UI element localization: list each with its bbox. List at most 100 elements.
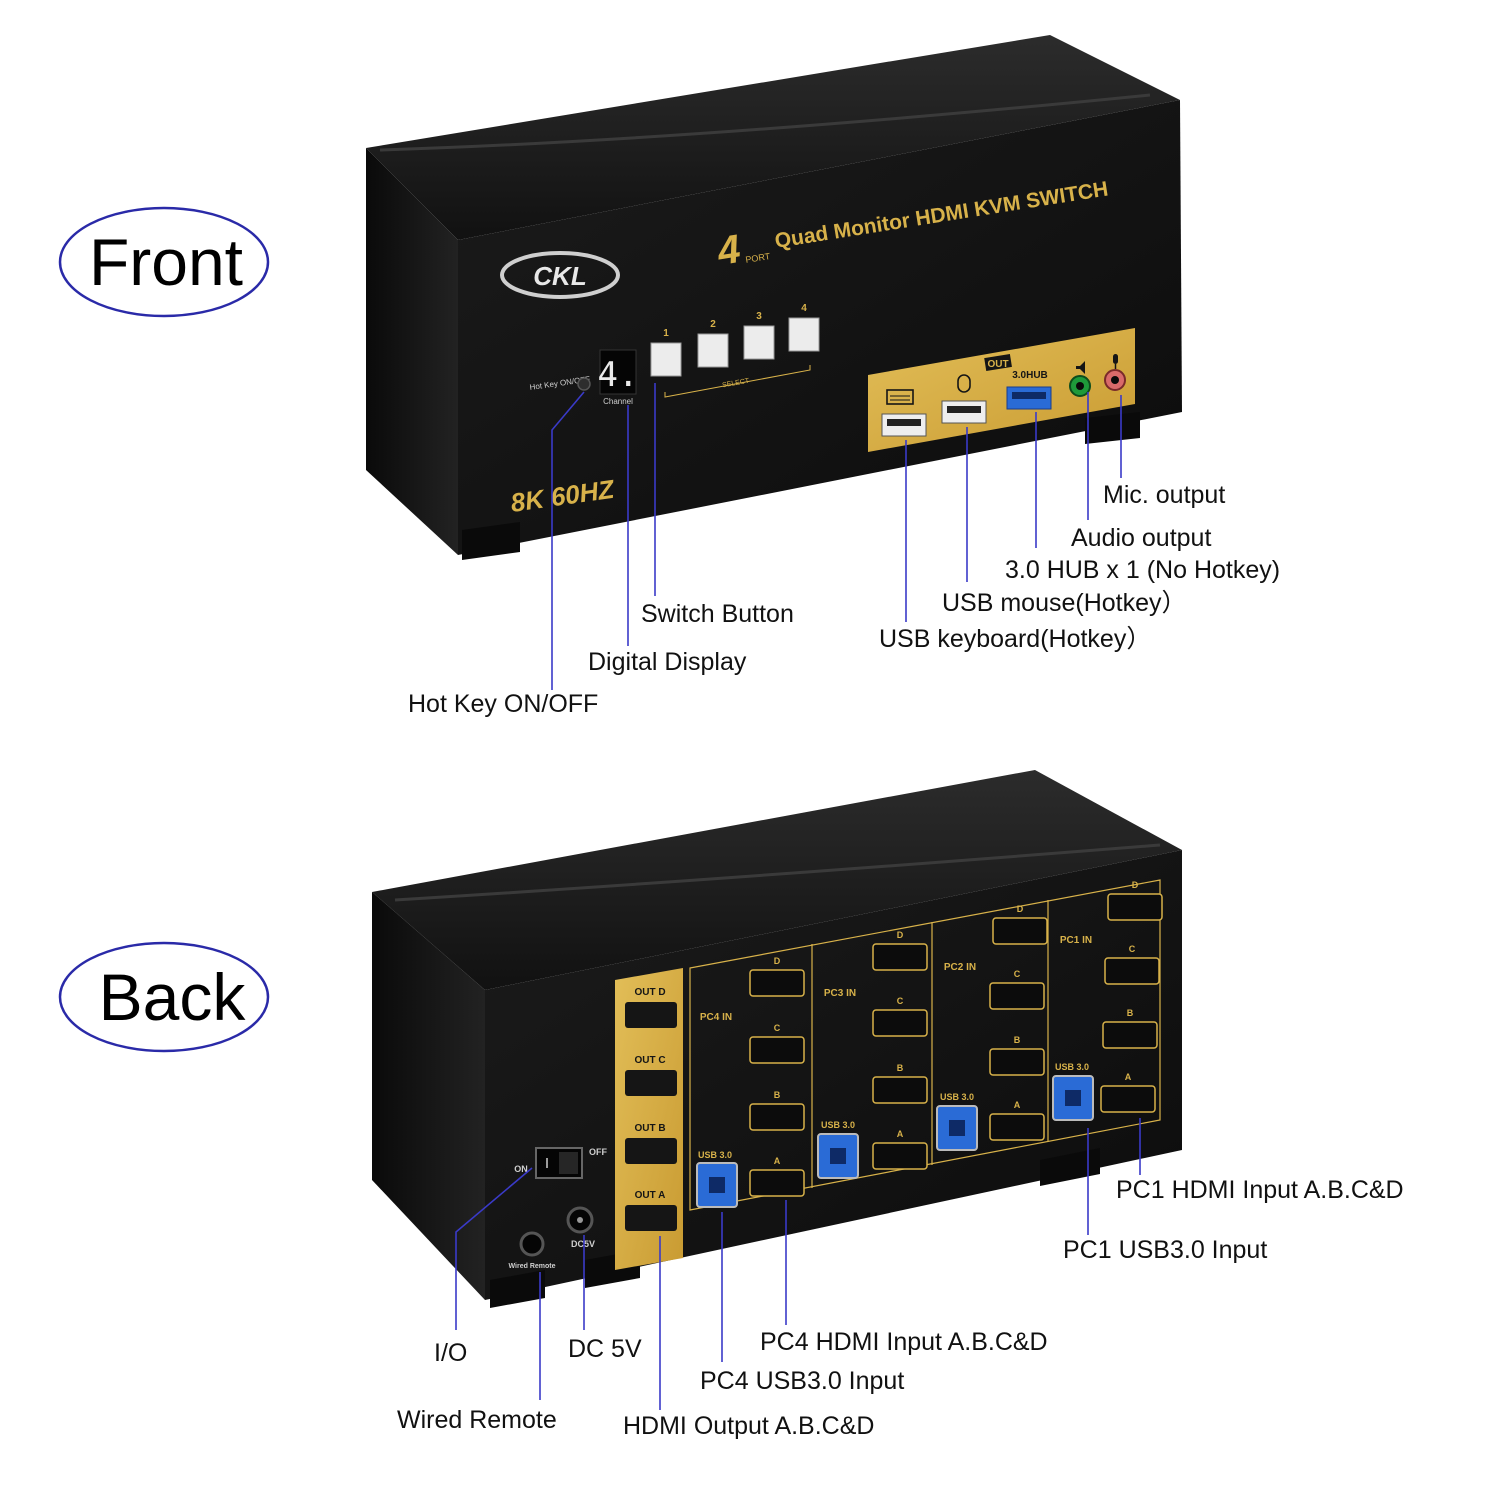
callout-pc4-usb: PC4 USB3.0 Input [700, 1367, 905, 1395]
front-leader-lines [551, 383, 1122, 690]
port-word: PORT [745, 251, 772, 265]
digital-display: 4. Channel [598, 349, 639, 406]
pc3-hdmi-c[interactable] [872, 1009, 928, 1037]
callout-mic-output: Mic. output [1103, 481, 1226, 509]
wired-remote-jack[interactable] [519, 1231, 545, 1257]
pc3-hdmi-b[interactable] [872, 1076, 928, 1104]
pc1-letter-b: B [1127, 1008, 1134, 1018]
front-port-panel: OUT 3.0HUB [868, 328, 1135, 452]
keyboard-icon [886, 389, 914, 405]
pc1-letter-a: A [1125, 1072, 1132, 1082]
power-area: ON OFF DC5V Wired Remote [508, 1147, 607, 1270]
pc-dividers [811, 900, 1049, 1188]
callout-dc: DC 5V [568, 1335, 642, 1363]
speaker-icon [1076, 361, 1085, 374]
display-digit: 4. [598, 355, 639, 395]
hdmi-out-b[interactable] [625, 1138, 677, 1164]
hdmi-out-c[interactable] [625, 1070, 677, 1096]
pc1-hdmi-d[interactable] [1107, 893, 1163, 921]
pc4-hdmi-d[interactable] [749, 969, 805, 997]
pc1-label: PC1 IN [1060, 935, 1092, 946]
pc2-hdmi-b[interactable] [989, 1048, 1045, 1076]
pc3-letter-b: B [897, 1063, 904, 1073]
hotkey-button[interactable] [577, 377, 591, 391]
front-section-label: Front [58, 206, 270, 318]
callout-switch-button: Switch Button [641, 600, 794, 628]
pc3-usb-label: USB 3.0 [821, 1120, 855, 1130]
hdmi-out-d[interactable] [625, 1002, 677, 1028]
select-buttons: 1 2 3 4 SELECT [650, 303, 820, 398]
callout-pc4-hdmi: PC4 HDMI Input A.B.C&D [760, 1328, 1048, 1356]
pc4-letter-d: D [774, 956, 781, 966]
out-caption: OUT [987, 359, 1008, 370]
select-button-1[interactable] [650, 342, 682, 377]
pc2-letter-a: A [1014, 1100, 1021, 1110]
switch-on-label: ON [514, 1164, 528, 1174]
out-label-b: OUT B [634, 1123, 665, 1134]
display-caption: Channel [603, 397, 633, 406]
select-caption: SELECT [722, 378, 751, 390]
out-label-a: OUT A [635, 1190, 666, 1201]
button-number-3: 3 [756, 311, 762, 322]
mouse-icon [957, 374, 971, 393]
pc3-letter-d: D [897, 930, 904, 940]
pc3-hdmi-a[interactable] [872, 1142, 928, 1170]
ckl-logo: CKL [500, 251, 620, 299]
switch-off-label: OFF [589, 1147, 607, 1157]
pc4-hdmi-b[interactable] [749, 1103, 805, 1131]
pc1-usb-label: USB 3.0 [1055, 1062, 1089, 1072]
callout-wired-remote: Wired Remote [397, 1406, 557, 1434]
callout-hub: 3.0 HUB x 1 (No Hotkey) [1005, 556, 1281, 584]
pc4-letter-c: C [774, 1023, 781, 1033]
pc4-letter-b: B [774, 1090, 781, 1100]
pc3-letter-a: A [897, 1129, 904, 1139]
back-label: Back [99, 960, 247, 1034]
out-label-d: OUT D [634, 987, 665, 998]
back-section-label: Back [58, 941, 270, 1053]
hdmi-output-panel: OUT D OUT C OUT B OUT A [615, 968, 683, 1270]
pc4-ports: PC4 IN D C B A USB 3.0 [696, 956, 805, 1208]
select-button-3[interactable] [743, 325, 775, 360]
pc4-label: PC4 IN [700, 1012, 732, 1023]
callout-io: I/O [434, 1339, 468, 1367]
pc2-ports: PC2 IN D C B A USB 3.0 [936, 904, 1048, 1151]
select-button-4[interactable] [788, 317, 820, 352]
callout-usb-mouse: USB mouse(Hotkey） [942, 589, 1187, 617]
pc3-ports: PC3 IN D C B A USB 3.0 [817, 930, 928, 1179]
dc-caption: DC5V [571, 1239, 595, 1249]
pc2-hdmi-d[interactable] [992, 917, 1048, 945]
pc2-hdmi-c[interactable] [989, 982, 1045, 1010]
pc2-letter-b: B [1014, 1035, 1021, 1045]
back-leader-lines [455, 1118, 1141, 1410]
select-button-2[interactable] [697, 333, 729, 368]
callout-hdmi-output: HDMI Output A.B.C&D [623, 1412, 875, 1440]
pc4-hdmi-a[interactable] [749, 1169, 805, 1197]
hdmi-out-a[interactable] [625, 1205, 677, 1231]
pc2-letter-c: C [1014, 969, 1021, 979]
pc4-usb-label: USB 3.0 [698, 1150, 732, 1160]
callout-digital-display: Digital Display [588, 648, 747, 676]
pc3-label: PC3 IN [824, 988, 856, 999]
pc3-hdmi-d[interactable] [872, 943, 928, 971]
pc1-hdmi-a[interactable] [1100, 1085, 1156, 1113]
pc1-hdmi-c[interactable] [1104, 957, 1160, 985]
pc2-hdmi-a[interactable] [989, 1113, 1045, 1141]
callout-pc1-hdmi: PC1 HDMI Input A.B.C&D [1116, 1176, 1404, 1204]
pc1-letter-d: D [1132, 880, 1139, 890]
front-label: Front [89, 225, 243, 299]
mic-icon [1113, 354, 1118, 369]
pc2-letter-d: D [1017, 904, 1024, 914]
back-unit: OUT D OUT C OUT B OUT A PC4 IN D C B A [372, 770, 1182, 1410]
pc4-hdmi-c[interactable] [749, 1036, 805, 1064]
hub-caption: 3.0HUB [1012, 370, 1048, 381]
brand-text: CKL [533, 261, 586, 291]
callout-hotkey: Hot Key ON/OFF [408, 690, 599, 718]
button-number-4: 4 [801, 303, 807, 314]
pc1-ports: PC1 IN D C B A USB 3.0 [1052, 880, 1163, 1121]
pc1-letter-c: C [1129, 944, 1136, 954]
remote-caption: Wired Remote [508, 1263, 555, 1270]
pc1-hdmi-b[interactable] [1102, 1021, 1158, 1049]
pc4-letter-a: A [774, 1156, 781, 1166]
out-label-c: OUT C [634, 1055, 665, 1066]
